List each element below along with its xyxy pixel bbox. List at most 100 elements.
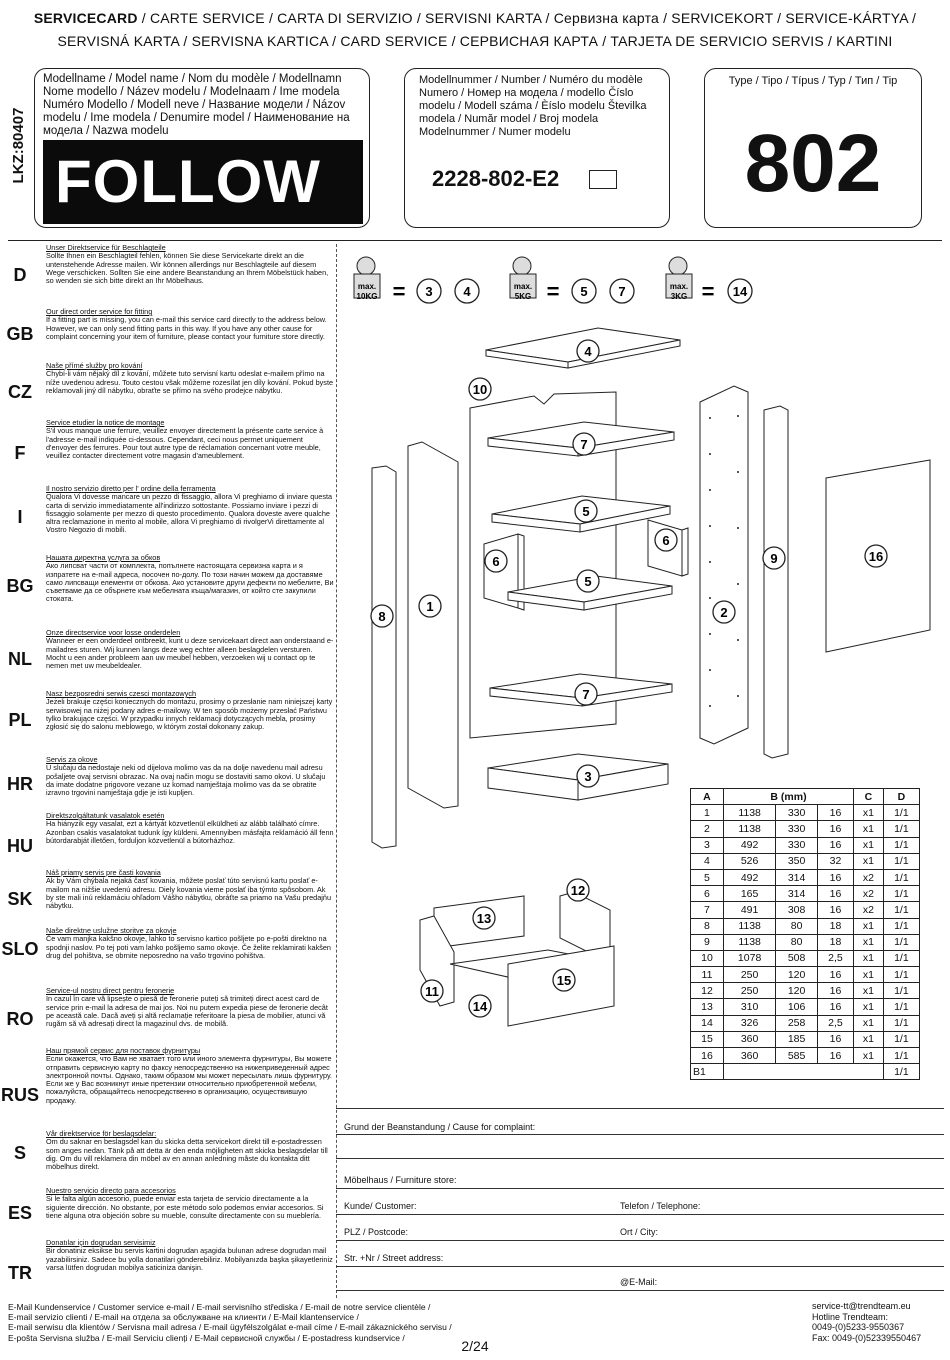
complaint-label: Grund der Beanstandung / Cause for compl… [344,1122,536,1132]
table-cell: 16 [816,966,855,984]
table-cell: 18 [816,917,855,935]
table-cell: 1138 [722,804,777,822]
customer-label: Kunde/ Customer: [344,1201,417,1211]
table-cell: 360 [722,1030,777,1049]
table-cell: 1138 [722,820,777,838]
table-cell: 526 [722,852,777,870]
language-code: HR [7,774,33,794]
callout-circle [572,432,596,456]
language-body: Ak by Vám chýbala nejaká časť kovania, m… [46,876,332,911]
language-body: Ha hiányzik egy vasalat, ezt a kártyát k… [46,819,334,845]
language-title: Нашата директна услуга за обков [46,553,161,562]
type-label: Type / Tipo / Típus / Typ / Тип / Tip [728,75,898,87]
language-code: ES [7,1203,32,1223]
language-title: Il nostro servizio diretto per l' ordine… [46,484,216,493]
table-cell: 492 [722,868,777,887]
table-cell: 1/1 [882,1014,921,1032]
callout-circle [484,549,508,573]
hotline-label: Hotline Trendteam: [812,1311,889,1322]
callout-9: 9 [770,551,777,566]
language-code: HU [7,836,33,856]
city-label: Ort / City: [620,1227,658,1237]
footer-emails: E-Mail Kundenservice / Customer service … [8,1302,568,1343]
lkz-text: LKZ:80407 [10,107,27,184]
table-cell: 585 [775,1046,818,1065]
callout-circle [566,878,590,902]
language-body: Om du saknar en beslagsdel kan du skicka… [46,1137,328,1172]
table-cell: 14 [690,1014,724,1032]
table-cell: 1/1 [882,982,921,1000]
table-cell: 1/1 [882,1046,921,1065]
table-cell: 10 [690,949,724,968]
weight-part-7: 7 [618,284,625,299]
table-cell: 1/1 [882,933,921,951]
callout-circle [552,968,576,992]
weight-group-2: max. 5KG = 5 7 [509,256,635,304]
language-body: Sollte Ihnen ein Beschlagteil fehlen, kö… [46,251,329,286]
weight-part-3: 3 [425,284,432,299]
table-cell: 11 [690,966,724,984]
weight-max-1: max. [358,282,376,291]
table-cell: x2 [853,901,884,919]
table-cell: 491 [722,901,777,919]
zip-label: PLZ / Postcode: [344,1227,409,1237]
table-cell: 1/1 [882,868,921,887]
weight-group-1: max. 10KG = 3 4 [353,256,480,304]
model-name-box: Modellname / Model name / Nom du modèle … [34,68,370,228]
callout-circle [468,994,492,1018]
model-number-box: Modellnummer / Number / Numéro du modèle… [404,68,670,228]
language-body: Ако липсват части от комплекта, попълнет… [46,561,334,604]
table-cell: 32 [816,852,855,870]
table-cell: x1 [853,1030,884,1049]
language-code: PL [8,710,32,730]
table-cell: 18 [816,933,855,951]
street-label: Str. +Nr / Street address: [344,1253,444,1263]
table-cell: 4 [690,852,724,870]
callout-5: 5 [584,574,591,589]
callout-circle [468,377,492,401]
table-cell: 3 [690,836,724,854]
table-cell: 350 [775,852,818,870]
table-cell: 6 [690,885,724,903]
table-cell: 1/1 [882,949,921,968]
weight-max-3: max. [670,282,688,291]
table-cell: 16 [816,998,855,1016]
callout-6: 6 [492,554,499,569]
table-cell: x1 [853,949,884,968]
table-cell: 12 [690,982,724,1000]
weight-part-14: 14 [733,284,748,299]
table-cell: B1 [690,1063,724,1081]
language-title: Nuestro servicio directo para accesorios [46,1186,176,1195]
table-cell: 360 [722,1046,777,1065]
callout-circle [762,546,786,570]
callout-circle [574,499,598,523]
fax-number: Fax: 0049-(0)52339550467 [812,1332,922,1343]
model-name: FOLLOW [43,140,363,224]
table-cell: 314 [775,885,818,903]
model-number-checkbox[interactable] [589,170,617,189]
callout-circle [864,544,888,568]
table-cell: 120 [775,966,818,984]
language-title: Donatılar için dogrudan servisimiz [46,1238,156,1247]
language-code: D [13,265,27,285]
callout-2: 2 [720,605,727,620]
type-box: Type / Tipo / Típus / Typ / Тип / Tip 80… [704,68,922,228]
header-servicecard: SERVICECARD [33,10,138,26]
type-value: 802 [744,118,882,209]
callout-1: 1 [426,599,433,614]
table-cell: 106 [775,998,818,1016]
service-email[interactable]: service-tt@trendteam.eu [812,1301,911,1311]
table-cell: 9 [690,933,724,951]
language-text: Il nostro servizio diretto per l' ordine… [46,484,334,535]
